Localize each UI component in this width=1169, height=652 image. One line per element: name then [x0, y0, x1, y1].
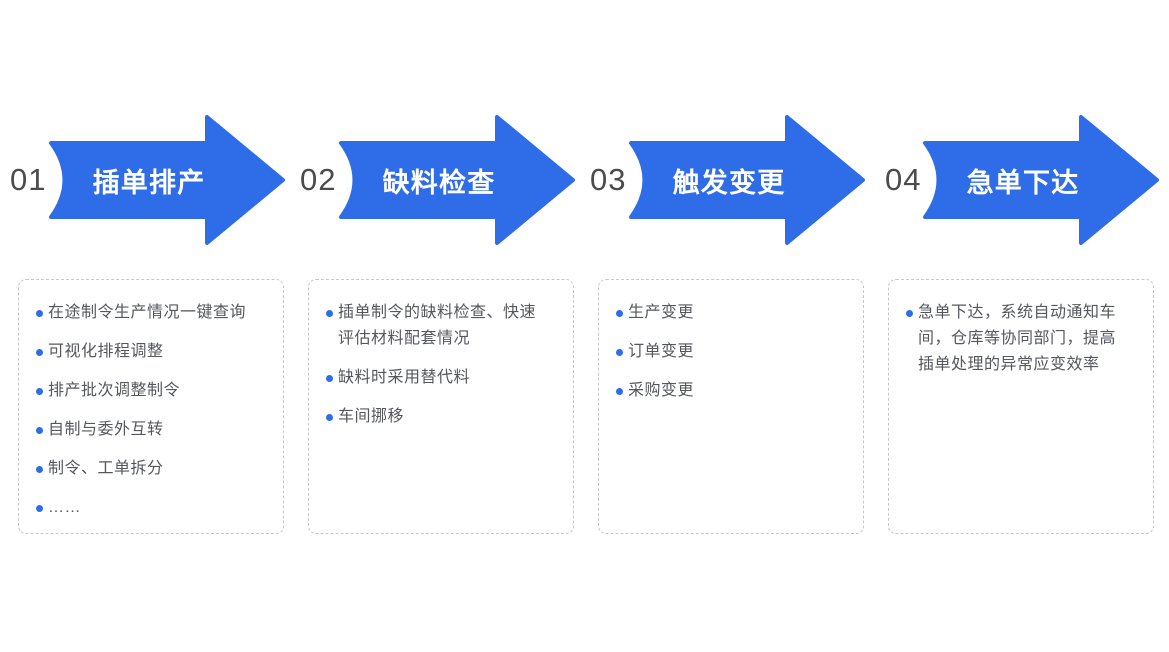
arrow-right-icon	[49, 115, 285, 245]
process-step-4: 04 急单下达 急单下达，系统自动通知车间，仓库等协同部门，提高插单处理的异常应…	[869, 0, 1169, 652]
list-item: ……	[19, 495, 257, 521]
arrow-right-icon	[629, 115, 865, 245]
step-number: 01	[10, 162, 47, 197]
list-item: 缺料时采用替代料	[309, 365, 547, 391]
step-details-box: 在途制令生产情况一键查询 可视化排程调整 排产批次调整制令 自制与委外互转 制令…	[18, 279, 284, 534]
step-arrow-banner: 缺料检查	[338, 114, 576, 246]
step-number: 02	[300, 162, 337, 197]
list-item: 在途制令生产情况一键查询	[19, 300, 257, 326]
bullet-list: 生产变更 订单变更 采购变更	[599, 300, 837, 404]
process-step-2: 02 缺料检查 插单制令的缺料检查、快速评估材料配套情况 缺料时采用替代料 车间…	[290, 0, 580, 652]
list-item: 插单制令的缺料检查、快速评估材料配套情况	[309, 300, 547, 352]
process-step-1: 01 插单排产 在途制令生产情况一键查询 可视化排程调整 排产批次调整制令 自制…	[0, 0, 290, 652]
bullet-list: 插单制令的缺料检查、快速评估材料配套情况 缺料时采用替代料 车间挪移	[309, 300, 547, 430]
list-item: 采购变更	[599, 378, 837, 404]
step-arrow-banner: 插单排产	[48, 114, 286, 246]
list-item: 排产批次调整制令	[19, 378, 257, 404]
step-details-box: 急单下达，系统自动通知车间，仓库等协同部门，提高插单处理的异常应变效率	[888, 279, 1154, 534]
step-title: 触发变更	[672, 167, 786, 198]
bullet-list: 急单下达，系统自动通知车间，仓库等协同部门，提高插单处理的异常应变效率	[889, 300, 1127, 378]
list-item: 生产变更	[599, 300, 837, 326]
bullet-list: 在途制令生产情况一键查询 可视化排程调整 排产批次调整制令 自制与委外互转 制令…	[19, 300, 257, 521]
step-arrow-banner: 急单下达	[922, 114, 1160, 246]
list-item: 可视化排程调整	[19, 339, 257, 365]
list-item: 订单变更	[599, 339, 837, 365]
list-item: 制令、工单拆分	[19, 456, 257, 482]
step-number: 03	[590, 162, 627, 197]
step-number: 04	[885, 162, 922, 197]
step-arrow-banner: 触发变更	[628, 114, 866, 246]
list-item: 车间挪移	[309, 404, 547, 430]
list-item: 自制与委外互转	[19, 417, 257, 443]
step-title: 插单排产	[92, 167, 206, 198]
step-title: 急单下达	[966, 167, 1080, 198]
step-title: 缺料检查	[382, 167, 496, 198]
step-details-box: 生产变更 订单变更 采购变更	[598, 279, 864, 534]
arrow-right-icon	[339, 115, 575, 245]
list-item: 急单下达，系统自动通知车间，仓库等协同部门，提高插单处理的异常应变效率	[889, 300, 1127, 378]
step-details-box: 插单制令的缺料检查、快速评估材料配套情况 缺料时采用替代料 车间挪移	[308, 279, 574, 534]
process-step-3: 03 触发变更 生产变更 订单变更 采购变更	[580, 0, 870, 652]
arrow-right-icon	[923, 115, 1159, 245]
